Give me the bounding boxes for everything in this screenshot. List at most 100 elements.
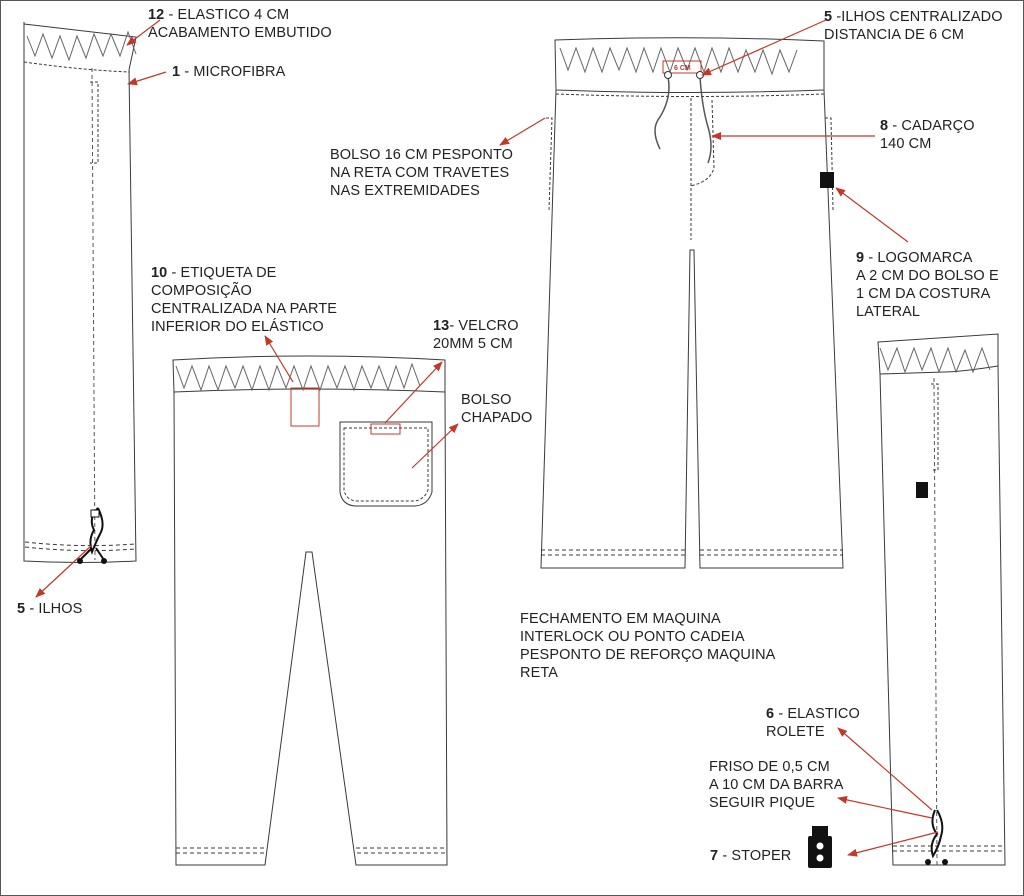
label-stoper-number: 7 xyxy=(710,848,719,864)
back-view-pocket xyxy=(339,421,433,507)
side-view-side-seam xyxy=(91,67,96,561)
side-view-eyelet-icon xyxy=(90,509,100,518)
label-logomarca-number: 9 xyxy=(856,250,865,266)
back-view-outline xyxy=(173,391,448,866)
front-eyelet-left-icon xyxy=(664,71,672,79)
label-velcro-number: 13 xyxy=(433,318,450,334)
label-etiqueta-line-3: CENTRALIZADA NA PARTE xyxy=(151,301,338,317)
side-2-cord-tip-left-icon xyxy=(925,859,931,865)
label-logomarca-line-4: LATERAL xyxy=(856,304,921,320)
label-cadarco: 8 - CADARÇO 140 CM xyxy=(880,117,975,153)
label-fechamento-line-3: PESPONTO DE REFORÇO MAQUINA xyxy=(520,647,776,663)
side-view-2-pants xyxy=(877,333,1006,866)
arrow-velcro xyxy=(384,361,443,424)
label-velcro-line-1: - VELCRO xyxy=(449,318,519,334)
label-friso-line-1: FRISO DE 0,5 CM xyxy=(709,759,830,775)
arrow-elastico xyxy=(126,19,161,46)
side-2-cord-tip-right-icon xyxy=(942,859,948,865)
label-elastico-4cm: 12 - ELASTICO 4 CM ACABAMENTO EMBUTIDO xyxy=(148,6,332,42)
side-view-waistband-zigzag xyxy=(26,30,137,62)
label-ilhos-line-1: - ILHOS xyxy=(29,601,83,617)
label-ilhos-centralizado: 5 -ILHOS CENTRALIZADO DISTANCIA DE 6 CM xyxy=(824,8,1003,44)
arrow-etiqueta xyxy=(264,335,294,383)
label-friso: FRISO DE 0,5 CM A 10 CM DA BARRA SEGUIR … xyxy=(709,758,844,812)
label-bolso-16cm-line-3: NAS EXTREMIDADES xyxy=(330,183,480,199)
label-stoper-line-1: - STOPER xyxy=(722,848,792,864)
label-elastico-rolete-line-1: - ELASTICO xyxy=(778,706,860,722)
label-bolso-chapado-line-2: CHAPADO xyxy=(461,410,533,426)
back-view-pants xyxy=(172,355,448,866)
label-bolso-16cm-line-1: BOLSO 16 CM PESPONTO xyxy=(330,147,514,163)
side-view-hem-stitch xyxy=(24,541,136,547)
front-view-drawstrings xyxy=(654,76,712,164)
label-etiqueta-line-1: - ETIQUETA DE xyxy=(171,265,277,281)
side-view-2-waistband xyxy=(877,333,999,375)
arrow-logomarca xyxy=(835,187,909,243)
side-view-drawcord xyxy=(79,507,105,561)
label-elastico-rolete-line-2: ROLETE xyxy=(766,724,825,740)
arrow-microfibra xyxy=(127,71,167,86)
label-microfibra-number: 1 xyxy=(172,64,181,80)
arrow-friso xyxy=(837,795,933,819)
label-etiqueta-line-4: INFERIOR DO ELÁSTICO xyxy=(151,319,324,335)
label-logomarca: 9 - LOGOMARCA A 2 CM DO BOLSO E 1 CM DA … xyxy=(856,249,999,321)
label-logomarca-line-1: - LOGOMARCA xyxy=(868,250,973,266)
velcro-box xyxy=(370,423,401,435)
front-view-outline xyxy=(540,89,844,569)
label-fechamento-line-1: FECHAMENTO EM MAQUINA xyxy=(520,611,721,627)
label-fechamento-line-4: RETA xyxy=(520,665,558,681)
label-etiqueta: 10 - ETIQUETA DE COMPOSIÇÃO CENTRALIZADA… xyxy=(151,264,337,336)
front-view-left-pocket xyxy=(546,117,553,211)
label-ilhos-centralizado-line-2: DISTANCIA DE 6 CM xyxy=(824,27,965,43)
label-microfibra: 1 - MICROFIBRA xyxy=(172,63,285,81)
label-ilhos: 5 - ILHOS xyxy=(17,600,82,618)
label-etiqueta-line-2: COMPOSIÇÃO xyxy=(151,283,252,299)
stopper-icon xyxy=(808,826,832,868)
side-view-2-side-seam xyxy=(933,377,938,866)
label-ilhos-centralizado-line-1: -ILHOS CENTRALIZADO xyxy=(836,9,1003,25)
side-view-waistband-seam xyxy=(23,61,131,73)
arrow-ilhos-centralizado xyxy=(701,19,827,76)
label-ilhos-number: 5 xyxy=(17,601,26,617)
side-2-logo-patch xyxy=(916,482,928,498)
front-view-waistband-seam xyxy=(555,93,825,97)
front-view-fly-curve xyxy=(689,99,715,187)
side-view-2-outline xyxy=(879,365,1006,866)
eyelet-distance-label: 6 CM xyxy=(674,65,691,72)
label-bolso-16cm-line-2: NA RETA COM TRAVETES xyxy=(330,165,510,181)
label-friso-line-2: A 10 CM DA BARRA xyxy=(709,777,844,793)
eyelet-distance-box xyxy=(662,60,702,74)
label-logomarca-line-2: A 2 CM DO BOLSO E xyxy=(856,268,999,284)
label-velcro-line-2: 20MM 5 CM xyxy=(433,336,513,352)
label-elastico-rolete: 6 - ELASTICO ROLETE xyxy=(766,705,860,741)
front-view-right-pocket xyxy=(825,117,834,211)
side-view-pocket-opening xyxy=(90,81,99,164)
arrow-ilhos xyxy=(35,544,93,598)
label-fechamento-line-2: INTERLOCK OU PONTO CADEIA xyxy=(520,629,745,645)
label-microfibra-line-1: - MICROFIBRA xyxy=(184,64,286,80)
label-etiqueta-number: 10 xyxy=(151,265,168,281)
cord-tip-right-icon xyxy=(101,558,107,564)
label-bolso-chapado-line-1: BOLSO xyxy=(461,392,512,408)
side-view-2-waistband-zigzag xyxy=(879,346,991,374)
label-fechamento: FECHAMENTO EM MAQUINA INTERLOCK OU PONTO… xyxy=(520,610,775,682)
side-view-2-pocket xyxy=(931,383,939,471)
label-bolso-16cm: BOLSO 16 CM PESPONTO NA RETA COM TRAVETE… xyxy=(330,146,513,200)
label-ilhos-centralizado-number: 5 xyxy=(824,9,833,25)
front-view-pants xyxy=(540,37,844,569)
label-cadarco-line-1: - CADARÇO xyxy=(892,118,975,134)
arrow-elastico-rolete xyxy=(837,727,933,811)
arrow-stoper xyxy=(847,831,939,857)
composition-label-box xyxy=(290,387,320,427)
callout-arrows xyxy=(35,19,939,857)
label-bolso-chapado: BOLSO CHAPADO xyxy=(461,391,532,427)
label-elastico-rolete-number: 6 xyxy=(766,706,775,722)
label-cadarco-number: 8 xyxy=(880,118,889,134)
front-view-waistband-zigzag xyxy=(559,46,798,76)
side-view-hem-stitch-2 xyxy=(24,546,136,552)
label-friso-line-3: SEGUIR PIQUE xyxy=(709,795,815,811)
arrow-bolso-16 xyxy=(499,117,546,146)
arrow-bolso-chapado xyxy=(411,423,459,469)
